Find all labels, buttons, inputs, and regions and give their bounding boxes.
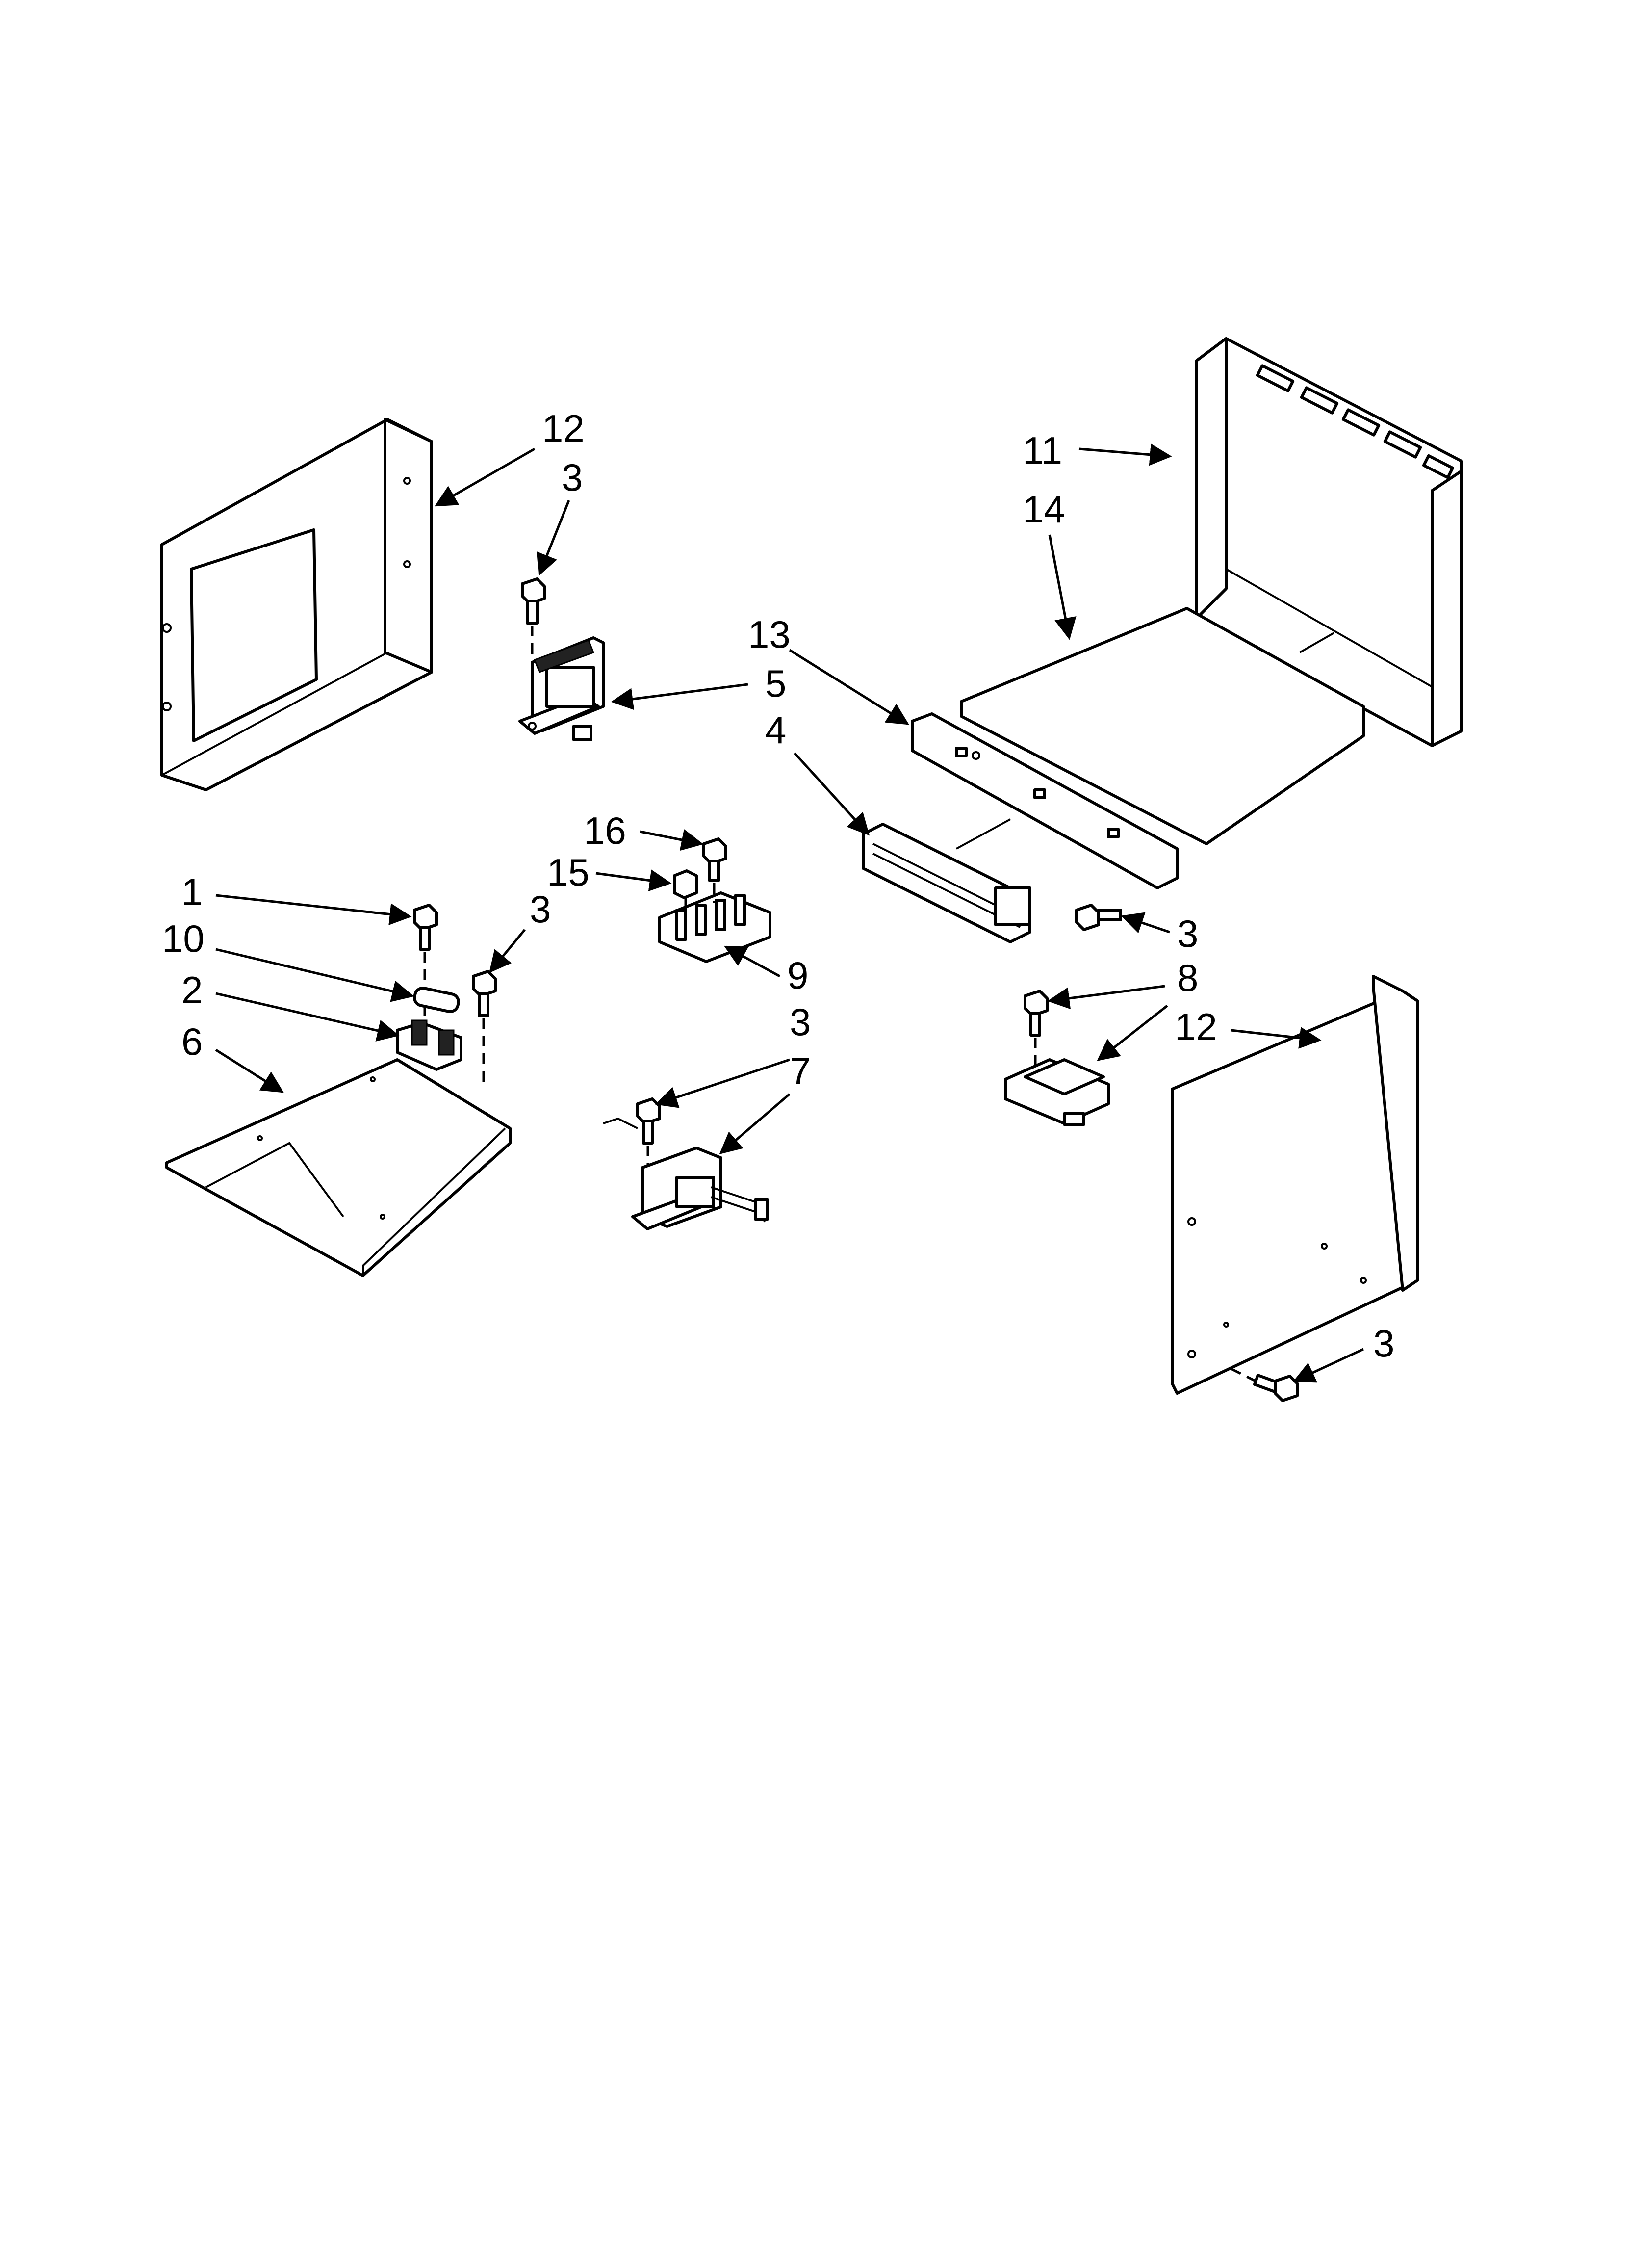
callout-10: 10 [162,917,205,960]
screw-3-bottom-right [1230,1367,1299,1402]
top-plate [960,607,1365,845]
fuse-holder-2 [396,1019,462,1071]
bottom-plate [165,1058,512,1277]
cooling-fan [862,818,1031,943]
side-panel-right [1171,975,1419,1395]
callout-1: 1 [181,870,203,913]
callout-14: 14 [1023,488,1065,531]
callout-7: 7 [790,1049,811,1093]
callout-3: 3 [790,1000,811,1043]
callout-3: 3 [530,887,551,931]
screw-1 [413,904,438,1020]
callout-13: 13 [748,613,791,656]
callout-6: 6 [181,1020,203,1063]
callout-2: 2 [181,968,203,1012]
callout-9: 9 [787,954,808,997]
callout-4: 4 [765,708,786,752]
screw-3-lower-mid [636,1097,661,1187]
callout-8: 8 [1177,956,1198,999]
transformer-lower [603,1117,769,1230]
callout-3: 3 [1177,912,1198,955]
nut-15 [673,869,698,915]
callout-labels: 12 3 11 14 13 5 4 16 15 1 3 10 9 3 2 8 6… [162,407,1394,1365]
screw-16 [702,837,727,903]
screw-3-left [472,970,497,1089]
leader-lines [215,443,1364,1383]
screw-3-fan [1075,904,1122,931]
control-bracket [911,712,1179,889]
callout-11: 11 [1023,429,1062,472]
callout-16: 16 [584,809,626,852]
screw-3-lower-right [1024,990,1049,1065]
transformer-upper [518,636,605,741]
callout-3: 3 [562,456,583,499]
callout-12: 12 [1175,1005,1217,1048]
screw-3-upper [521,577,546,660]
control-module-8 [1004,1058,1110,1126]
callout-15: 15 [547,851,590,894]
terminal-block [658,891,771,963]
callout-5: 5 [765,662,786,705]
callout-3: 3 [1373,1322,1394,1365]
callout-12: 12 [542,407,585,450]
fuse-10 [413,987,460,1013]
side-panel-left [160,418,433,791]
